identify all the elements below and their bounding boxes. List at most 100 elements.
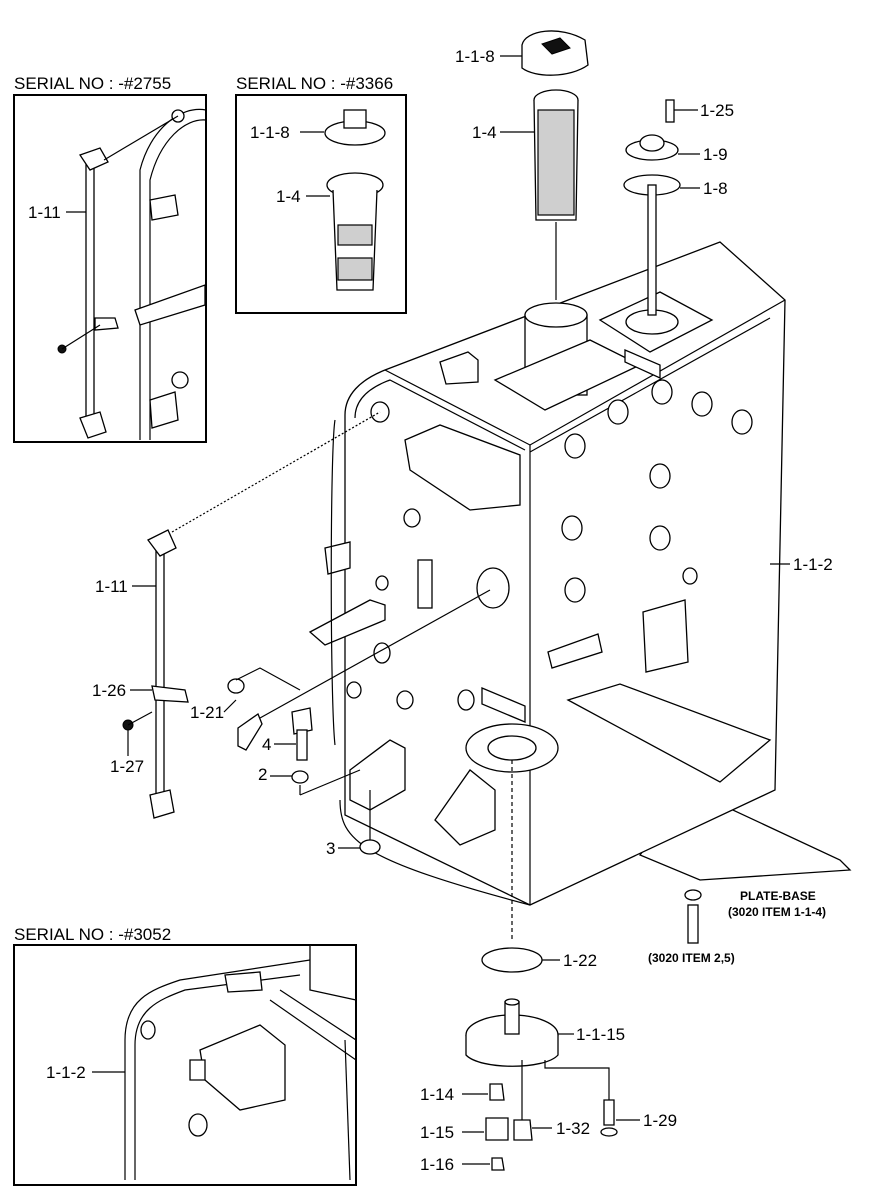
gauge-stem	[647, 184, 657, 316]
clip	[324, 541, 351, 575]
gauge-bracket	[624, 349, 661, 380]
inset-lower-bracket	[149, 391, 179, 429]
boss	[403, 508, 421, 528]
fitting-elbow	[237, 712, 263, 751]
label-bolt: 4	[262, 735, 271, 754]
inset-rod-bottom-end	[79, 411, 107, 439]
flange-bolt-washer	[600, 1127, 618, 1137]
flange-bolt-leader	[544, 1060, 610, 1100]
gauge-dome	[639, 134, 665, 152]
boss	[607, 399, 629, 425]
label-flange: 1-1-15	[576, 1025, 625, 1044]
label-plug-c: 1-16	[420, 1155, 454, 1174]
vertical-block	[417, 559, 433, 609]
top-block	[439, 351, 479, 385]
boss	[346, 681, 362, 699]
inset3-tank-edge-inner	[134, 974, 301, 1180]
nameplate	[642, 599, 689, 673]
inset-tank-edge-inner	[149, 119, 207, 440]
return-ring-inner	[487, 735, 537, 761]
fitting-cap	[227, 678, 245, 694]
rod-bottom-end	[149, 789, 175, 819]
inset3-boss-2	[188, 1113, 208, 1137]
inset-tank-edge	[139, 108, 207, 440]
side-block	[547, 633, 603, 669]
label-plug-d: 1-32	[556, 1119, 590, 1138]
label-fitting: 1-21	[190, 703, 224, 722]
plug-b	[485, 1117, 509, 1141]
plug-c	[491, 1157, 505, 1171]
inset-rod-label: 1-11	[28, 203, 61, 222]
label-gasket-top: 1-8	[703, 179, 728, 198]
clamp-bolt-leader	[127, 711, 153, 726]
label-tank: 1-1-2	[793, 555, 833, 574]
lower-block	[481, 687, 526, 723]
label-oring: 1-22	[563, 951, 597, 970]
inset-rod	[85, 159, 95, 421]
rod	[155, 549, 165, 801]
boss	[396, 690, 414, 710]
inset-cap-label: 1-1-8	[250, 123, 290, 142]
label-rod-main: 1-11	[95, 577, 128, 596]
inset3-top-edge	[269, 989, 357, 1062]
callouts: 1-1-8 1-4 1-25 1-9 1-8 1-1-2 1-11 1-26 1…	[92, 47, 833, 1174]
label-plate-base-2: (3020 ITEM 1-1-4)	[728, 905, 826, 919]
boss	[649, 463, 671, 489]
inset-title-3366: SERIAL NO : -#3366	[236, 74, 393, 93]
plate-washer	[684, 889, 702, 901]
inset3-tank-edge	[124, 959, 311, 1180]
plug-d	[513, 1119, 533, 1141]
inset-frame-3052	[13, 944, 357, 1186]
label-washer: 2	[258, 765, 267, 784]
inset-strainer-mesh-2	[337, 257, 373, 281]
inset-bolt-leader	[61, 324, 101, 350]
boss	[564, 577, 586, 603]
tank-top-curve	[354, 379, 526, 451]
inset-boss	[171, 371, 189, 389]
inset3-block	[224, 971, 263, 993]
label-plug-a: 1-14	[420, 1085, 454, 1104]
boss	[651, 379, 673, 405]
inset-clamp	[94, 317, 119, 331]
boss	[375, 575, 389, 591]
flange-assembly	[465, 760, 702, 1171]
mount-bracket	[404, 424, 521, 511]
inset3-neck	[309, 945, 357, 1001]
strap-bracket	[308, 599, 386, 646]
inset-bracket	[149, 194, 179, 221]
boss	[731, 409, 753, 435]
plate-bolt	[687, 904, 699, 944]
flange-bolt	[603, 1099, 615, 1126]
washer-leader	[299, 769, 361, 796]
label-plug-b: 1-15	[420, 1123, 454, 1142]
washer-low	[359, 839, 381, 855]
inset-title-2755: SERIAL NO : -#2755	[14, 74, 171, 93]
inset-serial-2755: SERIAL NO : -#2755 1-11	[13, 74, 207, 443]
label-bolt-flange: 1-29	[643, 1111, 677, 1130]
strainer-mesh	[537, 109, 575, 216]
boss	[691, 391, 713, 417]
inset-title-3052: SERIAL NO : -#3052	[14, 925, 171, 944]
rod-top-end	[147, 529, 177, 557]
tank-side-line	[529, 317, 771, 453]
hydraulic-tank	[308, 241, 852, 906]
label-washer-low: 3	[326, 839, 335, 858]
rod-clamp	[151, 685, 189, 703]
inset-frame-2755	[13, 94, 207, 443]
flange-spigot	[504, 1001, 520, 1035]
tank-side-line	[330, 419, 336, 746]
filler-cap-top	[541, 37, 571, 55]
inset-serial-3366: SERIAL NO : -#3366 1-1-8 1-4	[235, 74, 407, 314]
washer	[291, 770, 309, 784]
boss	[649, 525, 671, 551]
flange-rim	[465, 1035, 559, 1067]
boss	[564, 433, 586, 459]
rail-bracket	[566, 683, 772, 783]
label-clamp: 1-26	[92, 681, 126, 700]
bolt-head	[291, 707, 313, 735]
label-gauge: 1-9	[703, 145, 728, 164]
tank-top-edges	[384, 299, 786, 446]
filler-assembly	[521, 30, 681, 316]
label-plate-base-1: PLATE-BASE	[740, 889, 816, 903]
